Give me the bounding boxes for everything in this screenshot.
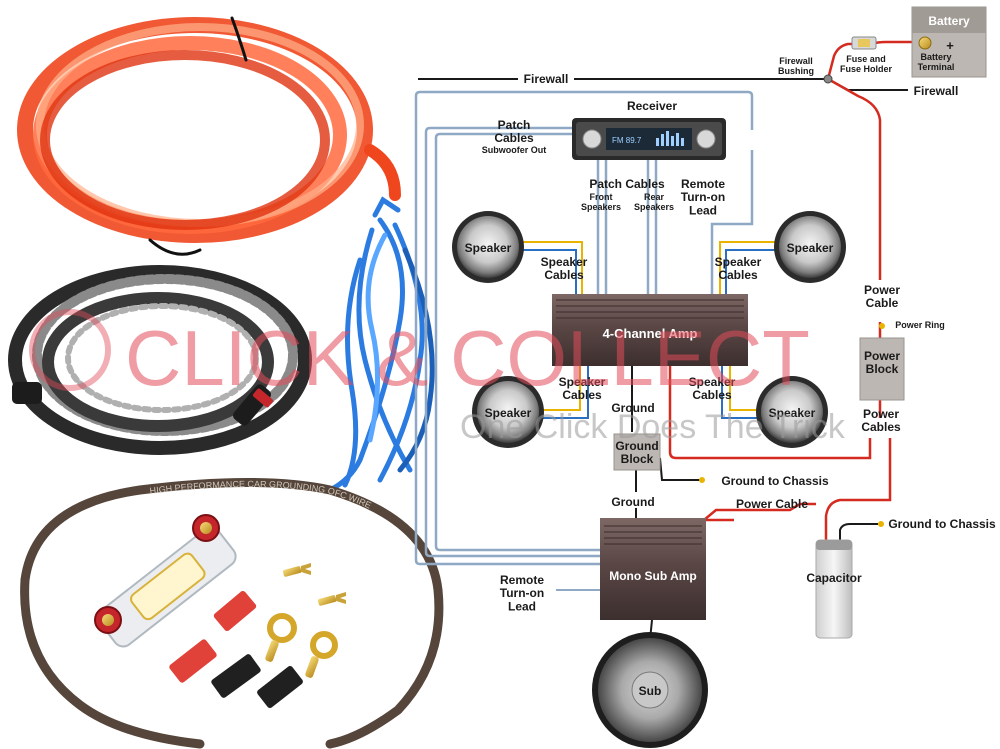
receiver-display: FM 89.7 [612,136,642,145]
battery-terminal-icon [918,36,932,50]
capacitor-label: Capacitor [806,571,862,585]
ground-label-upper: Ground [611,401,654,415]
chassis-ground-terminal-icon [699,477,705,483]
capacitor: Capacitor [806,539,862,639]
power-cable-mid-label: Power Cable [736,497,808,511]
ground-wire-end [20,575,205,749]
speaker-label: Speaker [787,241,834,255]
capacitor-ground-terminal-icon [878,521,884,527]
mono-sub-amp: Mono Sub Amp [600,518,706,620]
fuse-holder-diagram [851,36,877,50]
receiver-head-unit: FM 89.7 [572,118,726,160]
power-ring-icon [879,323,885,329]
speaker-label: Speaker [769,406,816,420]
watermark-logo-icon [29,309,111,391]
red-heat-shrink [169,639,217,683]
subwoofer: Sub [592,632,708,748]
four-channel-amp-label: 4-Channel Amp [603,326,698,341]
red-heat-shrink [213,590,257,632]
tune-knob-icon [696,129,716,149]
patch-cable-lines [414,90,754,566]
sub-label: Sub [639,684,662,698]
ground-wire-loop [20,478,444,749]
ground-to-chassis-label-1: Ground to Chassis [721,474,829,488]
speaker-label: Speaker [485,406,532,420]
inline-fuse-holder [94,514,237,648]
watermark-sub: One Click Does The Trick [460,408,846,446]
ground-to-chassis-label-2: Ground to Chassis [888,517,996,531]
subwoofer-out-label: Subwoofer Out [482,145,547,155]
rca-patch-cable-coil [8,265,312,455]
speaker-rear-right: Speaker [756,376,828,448]
battery-label: Battery [928,14,970,28]
speaker-front-right: Speaker [774,211,846,283]
speaker-rear-left: Speaker [472,376,544,448]
volume-knob-icon [582,129,602,149]
spade-terminal-icon [282,563,311,577]
receiver-label: Receiver [627,99,677,113]
watermark: CLICK & COLLECT One Click Does The Trick [29,309,846,446]
plus-sign: + [946,38,954,53]
blue-remote-wire-coil [327,196,435,493]
firewall-bushing-icon [823,74,833,84]
ring-terminal-icon [305,631,338,678]
mono-sub-amp-label: Mono Sub Amp [609,569,697,583]
patch-cables-mid-label: Patch Cables [589,177,665,191]
black-heat-shrink [211,654,261,698]
ring-terminal-icon [265,613,297,662]
watermark-main: CLICK & COLLECT [125,314,810,402]
four-channel-amp: 4-Channel Amp [552,294,748,366]
speaker-front-left: Speaker [452,211,524,283]
equalizer-bars-icon [656,131,684,146]
power-ring-label: Power Ring [895,320,945,330]
firewall-label-left: Firewall [524,72,569,86]
ground-label-lower: Ground [611,495,654,509]
red-power-cable-coil [17,16,401,256]
speaker-label: Speaker [465,241,512,255]
firewall-lines [418,78,908,91]
firewall-label-right: Firewall [914,84,959,98]
black-heat-shrink [257,665,303,709]
terminals-and-heat-shrink [169,563,346,709]
spade-terminal-icon [317,592,346,606]
